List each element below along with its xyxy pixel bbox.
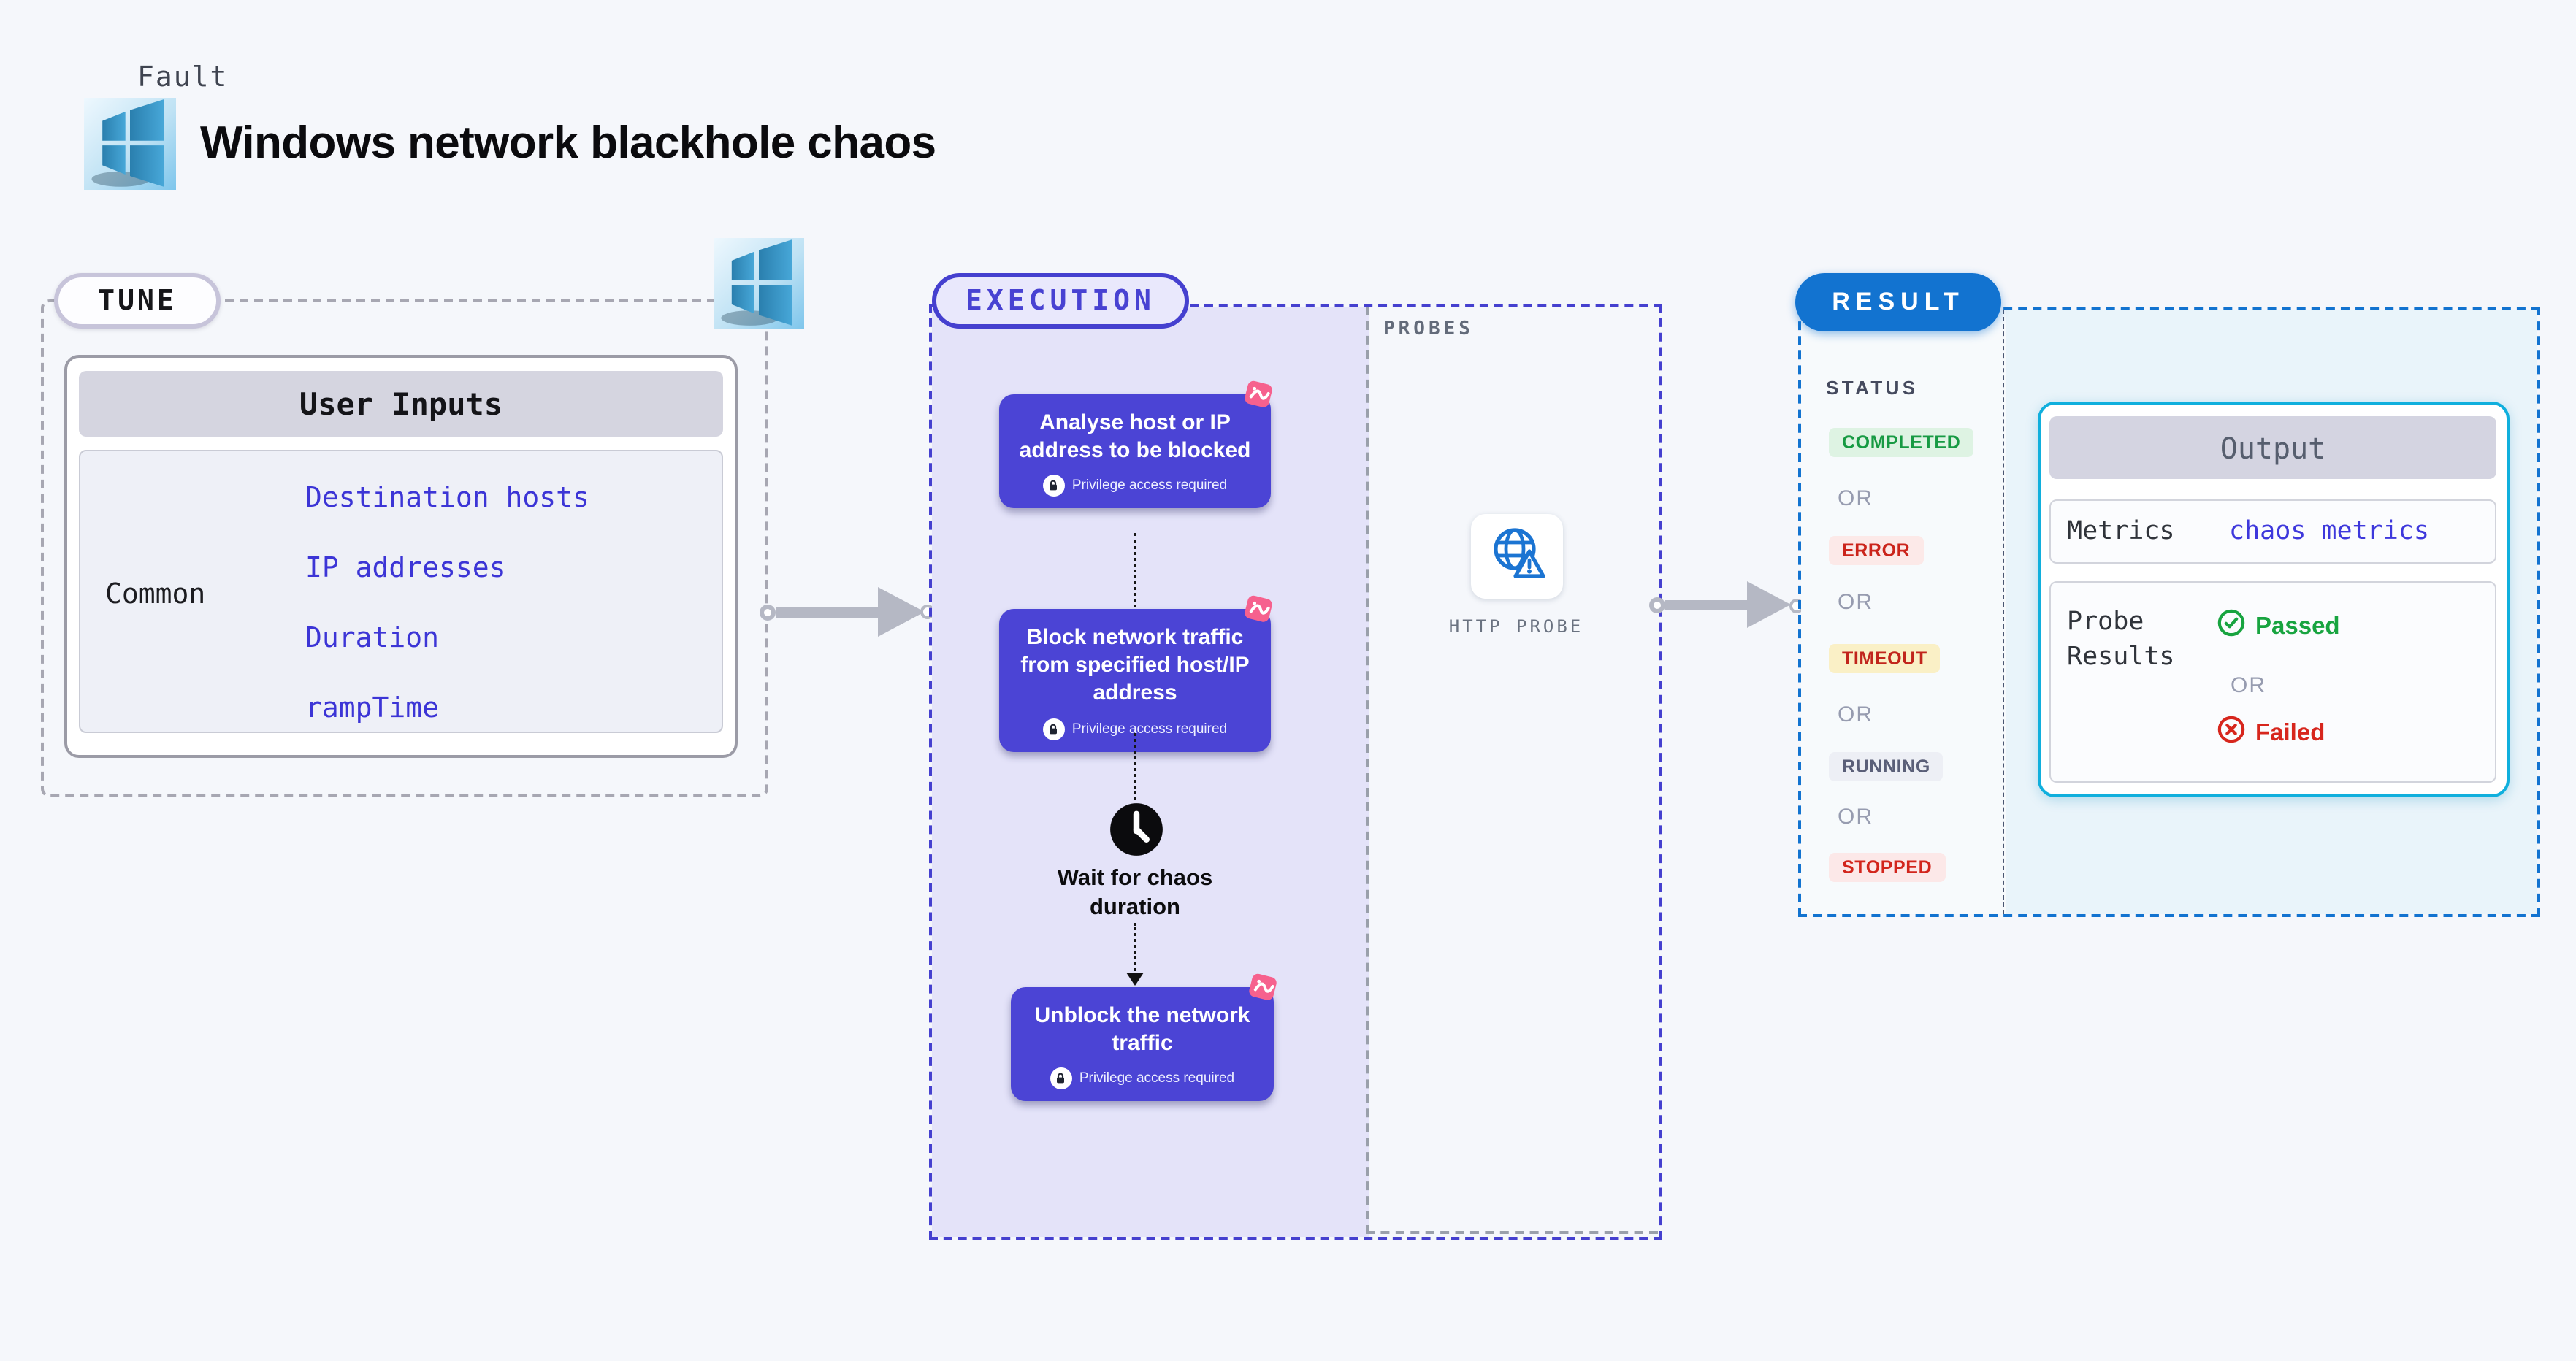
input-link-ip-addresses[interactable]: IP addresses (305, 552, 506, 584)
passed-label: Passed (2255, 613, 2340, 639)
status-badge-running: RUNNING (1829, 752, 1944, 781)
chaos-fault-icon (1243, 378, 1275, 410)
probes-label: PROBES (1383, 318, 1474, 340)
tune-badge: TUNE (54, 273, 221, 329)
step-connector (1134, 923, 1136, 975)
connector-start-circle (1649, 597, 1665, 613)
lock-icon (1042, 475, 1065, 497)
http-probe-label: HTTP PROBE (1448, 616, 1584, 637)
probes-lane (1366, 307, 1658, 1234)
status-heading: STATUS (1826, 377, 1919, 399)
step-connector (1134, 533, 1136, 607)
page-title: Windows network blackhole chaos (200, 117, 936, 168)
input-link-duration[interactable]: Duration (305, 622, 440, 654)
windows-logo-icon (73, 98, 187, 190)
globe-warning-icon (1485, 521, 1549, 592)
http-probe-card (1471, 514, 1563, 599)
connector-start-circle (760, 605, 776, 621)
clock-icon (1109, 802, 1164, 857)
privilege-note: Privilege access required (1071, 478, 1228, 494)
privilege-row: Privilege access required (1011, 475, 1259, 497)
privilege-note: Privilege access required (1071, 721, 1228, 737)
lock-icon (1042, 718, 1065, 740)
metrics-label: Metrics (2067, 517, 2175, 546)
step-connector (1134, 733, 1136, 800)
failed-label: Failed (2255, 719, 2325, 745)
user-inputs-list: Destination hosts IP addresses Duration … (305, 482, 589, 724)
passed-result: Passed (2217, 609, 2340, 644)
execution-badge: EXECUTION (932, 273, 1189, 329)
x-circle-icon (2217, 716, 2245, 751)
input-link-ramptime[interactable]: rampTime (305, 692, 440, 724)
step-title: Block network traffic from specified hos… (1020, 625, 1250, 706)
metrics-row (2049, 499, 2496, 564)
status-badge-stopped: STOPPED (1829, 853, 1946, 882)
check-circle-icon (2217, 609, 2245, 644)
or-separator: OR (1838, 590, 1873, 615)
or-separator: OR (1838, 805, 1873, 829)
step-block-traffic: Block network traffic from specified hos… (999, 609, 1271, 752)
tune-section (41, 299, 768, 797)
privilege-row: Privilege access required (1023, 1067, 1262, 1090)
result-divider (2003, 310, 2004, 914)
probe-results-row (2049, 581, 2496, 783)
chaos-fault-icon (1247, 971, 1280, 1003)
step-title: Analyse host or IP address to be blocked (1019, 410, 1251, 464)
failed-result: Failed (2217, 716, 2325, 751)
arrow-right-icon (1747, 581, 1791, 628)
status-badge-timeout: TIMEOUT (1829, 644, 1941, 673)
user-inputs-header: User Inputs (79, 371, 723, 437)
metrics-value-link[interactable]: chaos metrics (2229, 517, 2429, 546)
user-inputs-row-label: Common (105, 578, 206, 610)
arrow-down-icon (1126, 973, 1144, 986)
status-badge-completed: COMPLETED (1829, 428, 1974, 457)
arrow-right-icon (878, 587, 925, 637)
input-link-destination-hosts[interactable]: Destination hosts (305, 482, 589, 514)
step-unblock-traffic: Unblock the network traffic Privilege ac… (1011, 987, 1274, 1102)
step-analyse-host: Analyse host or IP address to be blocked… (999, 394, 1271, 509)
fault-kicker: Fault (137, 61, 229, 93)
probe-results-label: Probe Results (2067, 607, 2175, 672)
wait-step-label: Wait for chaos duration (1057, 866, 1213, 921)
or-separator: OR (1838, 486, 1873, 511)
step-title: Unblock the network traffic (1034, 1003, 1250, 1057)
user-inputs-body (79, 450, 723, 733)
lock-icon (1050, 1067, 1072, 1090)
or-separator: OR (2231, 673, 2266, 698)
status-badge-error: ERROR (1829, 536, 1924, 565)
privilege-row: Privilege access required (1011, 718, 1259, 740)
privilege-note: Privilege access required (1079, 1070, 1235, 1087)
arrow-shaft (776, 607, 878, 618)
result-badge: RESULT (1795, 273, 2001, 331)
output-header: Output (2049, 416, 2496, 479)
chaos-fault-icon (1243, 593, 1275, 625)
or-separator: OR (1838, 702, 1873, 727)
status-lane (1801, 310, 2006, 914)
windows-logo-small-icon (703, 238, 815, 329)
arrow-shaft (1665, 600, 1748, 610)
